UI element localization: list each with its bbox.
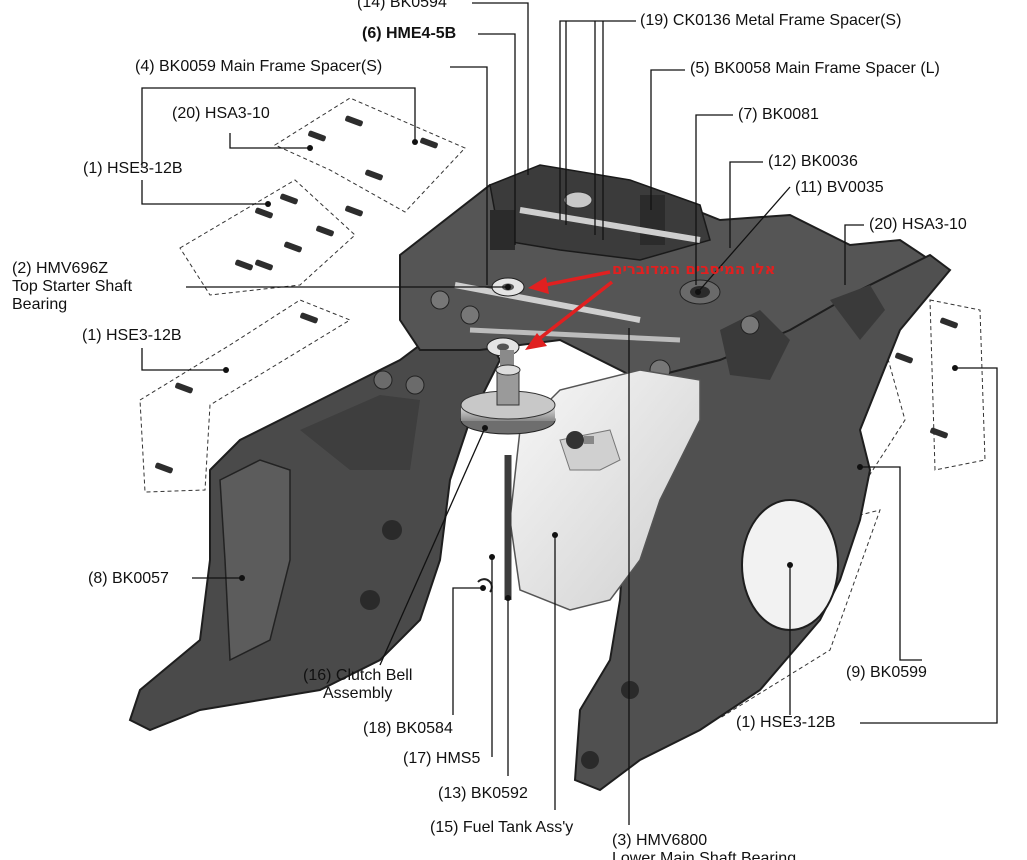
label-bk0081: (7) BK0081 xyxy=(738,106,819,123)
label-hse3-12b-top: (1) HSE3-12B xyxy=(83,160,183,177)
label-fuel-tank: (15) Fuel Tank Ass'y xyxy=(430,819,574,836)
label-hme4-5b: (6) HME4-5B xyxy=(362,25,457,42)
label-hsa3-10-right: (20) HSA3-10 xyxy=(869,216,967,233)
callout-dots xyxy=(223,139,958,601)
label-hse3-12b-mid: (1) HSE3-12B xyxy=(82,327,182,344)
label-bk0592: (13) BK0592 xyxy=(438,785,528,802)
annotation-arrows xyxy=(525,270,614,350)
label-clutch-bell: (16) Clutch Bell Assembly xyxy=(303,667,413,702)
leader-lines xyxy=(141,2,998,825)
label-bk0599: (9) BK0599 xyxy=(846,664,927,681)
clutch-bell xyxy=(460,364,556,600)
label-bk0057: (8) BK0057 xyxy=(88,570,169,587)
label-bk0594: (14) BK0594 xyxy=(357,0,447,11)
label-ck0136: (19) CK0136 Metal Frame Spacer(S) xyxy=(640,12,902,29)
label-hmv696z: (2) HMV696Z Top Starter Shaft Bearing xyxy=(12,260,133,313)
label-hse3-12b-bottom: (1) HSE3-12B xyxy=(736,714,836,731)
label-hmv6800: (3) HMV6800 Lower Main Shaft Bearing xyxy=(612,832,797,860)
label-hms5: (17) HMS5 xyxy=(403,750,481,767)
label-bk0036: (12) BK0036 xyxy=(768,153,858,170)
label-bk0058: (5) BK0058 Main Frame Spacer (L) xyxy=(690,60,940,77)
label-bk0059: (4) BK0059 Main Frame Spacer(S) xyxy=(135,58,383,75)
label-bk0584: (18) BK0584 xyxy=(363,720,453,737)
label-bv0035: (11) BV0035 xyxy=(795,179,884,196)
front-frame-plate xyxy=(128,323,502,732)
label-hsa3-10-left: (20) HSA3-10 xyxy=(172,105,270,122)
fuel-tank xyxy=(509,369,701,611)
hebrew-annotation: אלו המיסבים המדוברים xyxy=(612,260,776,278)
